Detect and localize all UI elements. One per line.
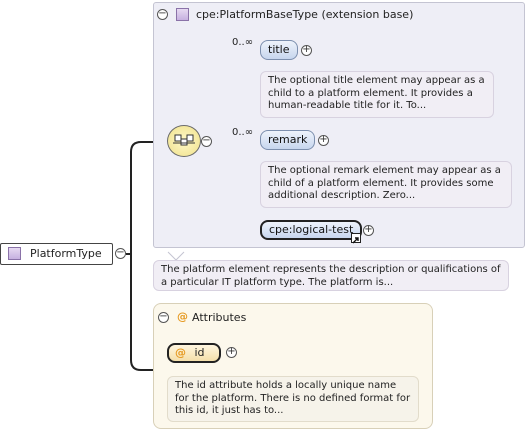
collapse-attributes-icon[interactable]: −	[158, 311, 169, 323]
doc-pointer	[167, 251, 185, 261]
remark-documentation: The optional remark element may appear a…	[260, 161, 512, 208]
element-remark[interactable]: remark	[260, 130, 316, 150]
attribute-id-label: id	[194, 346, 205, 359]
expand-remark-icon[interactable]: +	[318, 134, 329, 146]
collapse-root-icon[interactable]: −	[115, 247, 126, 259]
attributes-title: Attributes	[192, 311, 247, 324]
type-icon	[176, 8, 189, 21]
attribute-id[interactable]: @ id	[167, 343, 221, 363]
sequence-compositor-icon[interactable]	[167, 125, 201, 157]
expand-logical-test-icon[interactable]: +	[363, 224, 374, 236]
expand-title-icon[interactable]: +	[301, 44, 312, 56]
root-documentation: The platform element represents the desc…	[153, 260, 509, 291]
collapse-sequence-icon[interactable]: −	[201, 135, 212, 147]
reference-arrow-icon	[351, 233, 361, 244]
root-element-box[interactable]	[0, 243, 113, 265]
root-element-name: PlatformType	[30, 247, 102, 260]
root-to-sequence-connector	[126, 141, 167, 255]
extension-title: cpe:PlatformBaseType (extension base)	[196, 8, 414, 21]
remark-occurrence: 0..∞	[232, 127, 254, 138]
title-documentation: The optional title element may appear as…	[260, 71, 494, 118]
title-occurrence: 0..∞	[232, 37, 254, 48]
root-to-attribute-connector	[130, 250, 167, 371]
attributes-at-icon: @	[177, 310, 188, 323]
collapse-extension-icon[interactable]: −	[157, 8, 168, 20]
expand-id-icon[interactable]: +	[226, 346, 237, 358]
extension-base-box	[153, 2, 525, 248]
element-title[interactable]: title	[260, 40, 298, 60]
element-logical-test[interactable]: cpe:logical-test	[260, 220, 363, 240]
root-type-icon	[8, 247, 21, 260]
attribute-at-icon: @	[175, 346, 186, 359]
id-documentation: The id attribute holds a locally unique …	[167, 376, 419, 422]
